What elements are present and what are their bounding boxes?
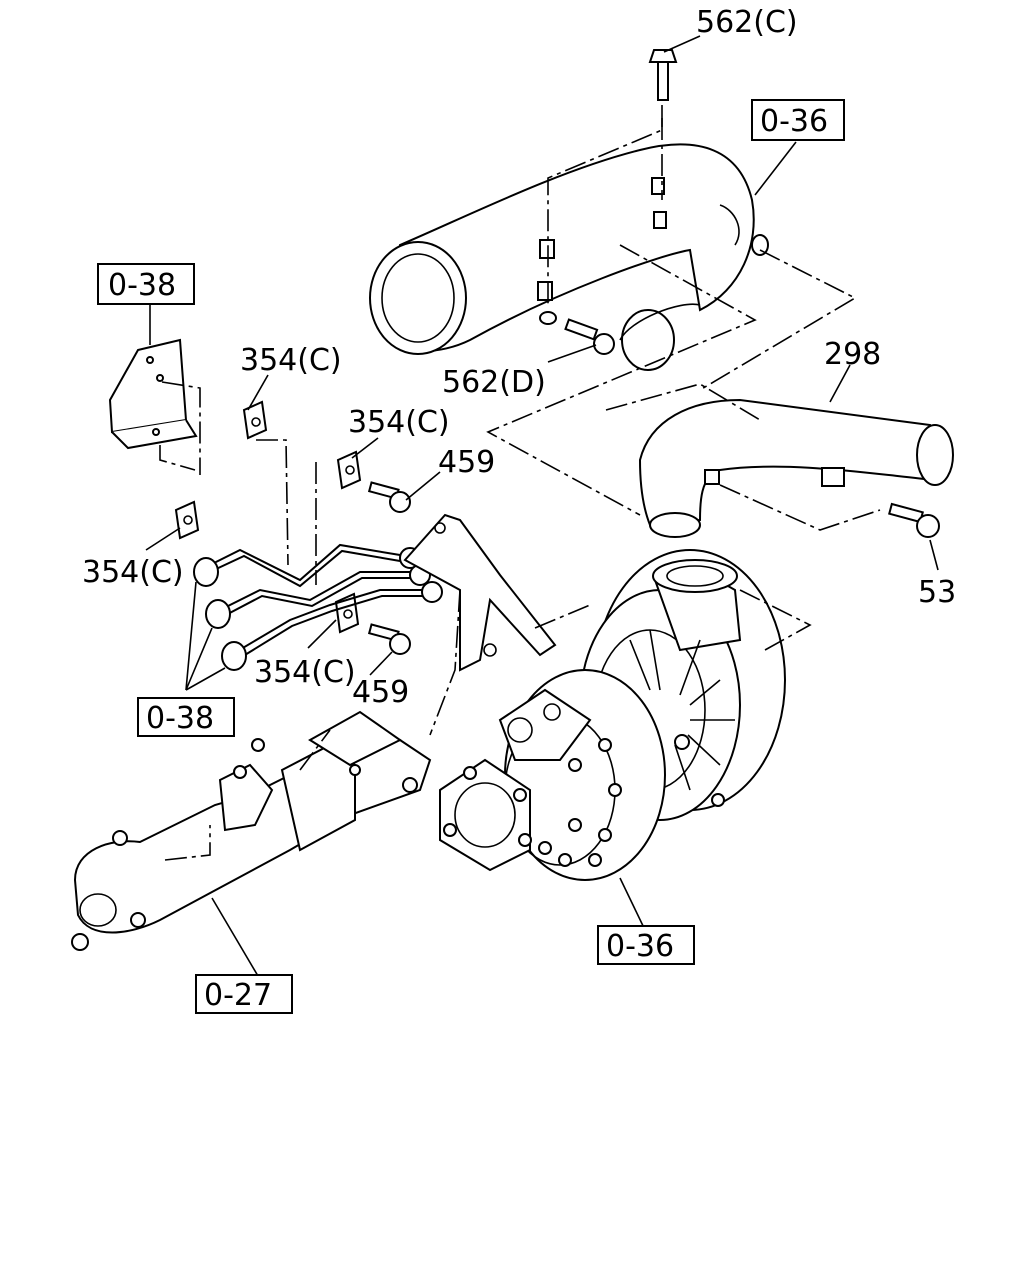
clip-354c-b xyxy=(336,450,362,490)
callout-354c-d: 354(C) xyxy=(254,655,356,690)
ref-label: 0-38 xyxy=(108,268,176,303)
callout-354c-a: 354(C) xyxy=(240,343,342,378)
callout-459-b: 459 xyxy=(352,675,409,710)
callout-53: 53 xyxy=(918,575,956,610)
clip-354c-d xyxy=(334,592,360,634)
air-inlet-pipe xyxy=(369,143,769,371)
ref-box-038-bottom[interactable]: 0-38 xyxy=(137,697,235,737)
exhaust-pipe xyxy=(71,710,432,951)
callout-562d: 562(D) xyxy=(442,365,546,400)
ref-label: 0-36 xyxy=(606,929,674,964)
turbo-bracket xyxy=(403,513,557,672)
ref-box-038-top[interactable]: 0-38 xyxy=(97,263,195,305)
pipe-298 xyxy=(638,398,954,538)
callout-354c-b: 354(C) xyxy=(348,405,450,440)
callout-562c: 562(C) xyxy=(696,5,798,40)
bolt-ring xyxy=(538,738,622,867)
clip-354c-a xyxy=(242,400,268,440)
bracket xyxy=(108,338,198,450)
bolt-562d xyxy=(564,318,615,355)
bolt-562c xyxy=(648,49,678,101)
callout-354c-c: 354(C) xyxy=(82,555,184,590)
callout-298: 298 xyxy=(824,337,881,372)
bolt-53 xyxy=(888,502,940,538)
turbocharger xyxy=(439,549,786,881)
ref-box-036-bottom[interactable]: 0-36 xyxy=(597,925,695,965)
ref-box-036-top[interactable]: 0-36 xyxy=(751,99,845,141)
ref-label: 0-36 xyxy=(760,104,828,139)
ref-box-027[interactable]: 0-27 xyxy=(195,974,293,1014)
clip-354c-c xyxy=(174,500,200,540)
ref-label: 0-27 xyxy=(204,978,272,1013)
bolt-459-a xyxy=(367,481,411,513)
callout-459-a: 459 xyxy=(438,445,495,480)
ref-label: 0-38 xyxy=(146,701,214,736)
bolt-459-b xyxy=(367,623,411,655)
leader-lines xyxy=(145,35,939,977)
